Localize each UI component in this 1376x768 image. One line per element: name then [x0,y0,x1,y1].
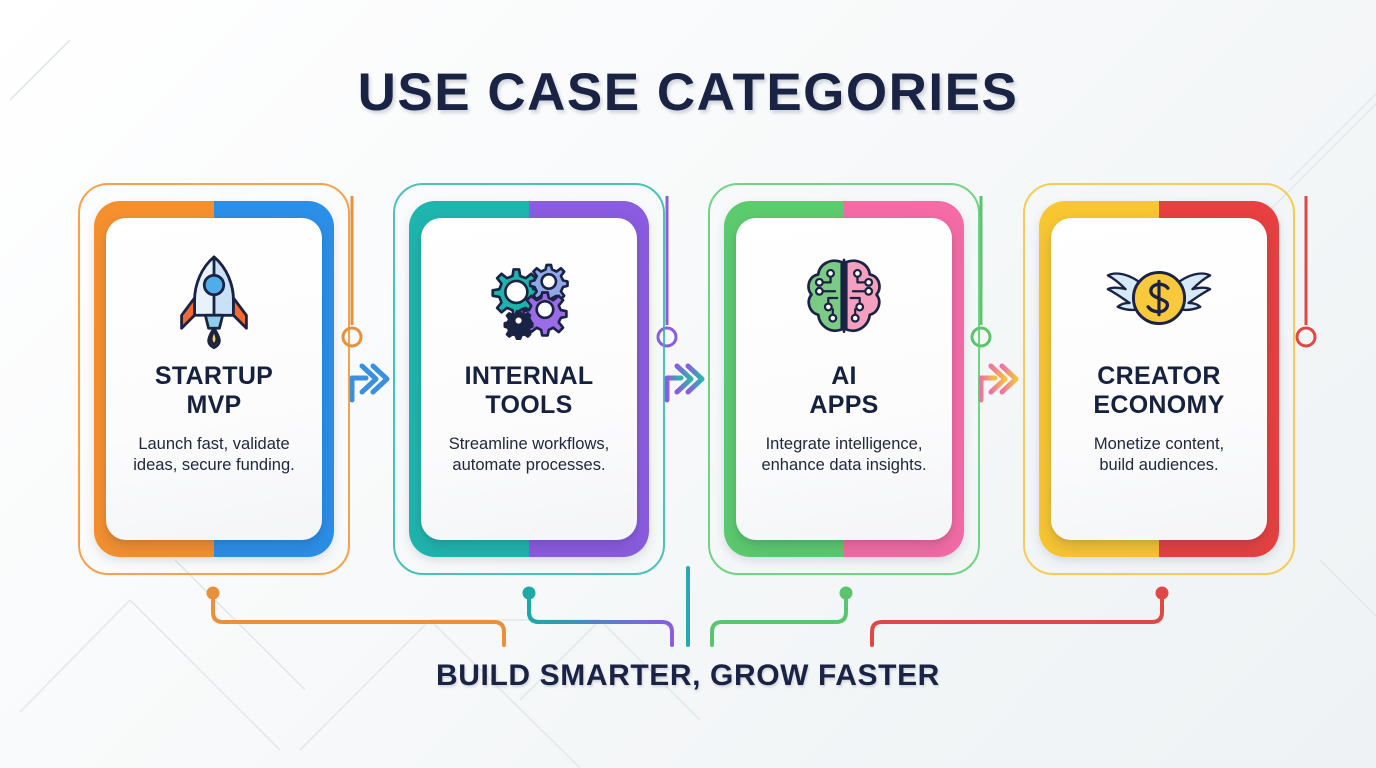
card-outline [1023,183,1295,575]
card-outline [708,183,980,575]
card-body[interactable]: AI APPS Integrate intelligence, enhance … [736,218,952,540]
winged-coin-icon [1100,240,1218,356]
card-description: Launch fast, validate ideas, secure fund… [133,435,295,475]
card-creator-economy[interactable]: CREATOR ECONOMY Monetize content, build … [1023,183,1295,575]
card-ai-apps[interactable]: AI APPS Integrate intelligence, enhance … [708,183,980,575]
card-body[interactable]: INTERNAL TOOLS Streamline workflows, aut… [421,218,637,540]
card-body[interactable]: STARTUP MVP Launch fast, validate ideas,… [106,218,322,540]
card-description: Integrate intelligence, enhance data ins… [761,435,927,475]
brain-circuit-icon [788,240,900,356]
card-row: STARTUP MVP Launch fast, validate ideas,… [0,183,1376,575]
rocket-icon [160,240,268,356]
card-outline [393,183,665,575]
card-title: AI APPS [809,362,879,419]
card-title: STARTUP MVP [154,362,274,419]
card-description: Streamline workflows, automate processes… [448,435,610,475]
footer-tagline: BUILD SMARTER, GROW FASTER [436,659,940,692]
card-internal-tools[interactable]: INTERNAL TOOLS Streamline workflows, aut… [393,183,665,575]
card-title: CREATOR ECONOMY [1093,362,1225,419]
card-description: Monetize content, build audiences. [1093,435,1225,475]
gears-icon [474,240,584,356]
card-outline [78,183,350,575]
card-title: INTERNAL TOOLS [464,362,594,419]
page-title: USE CASE CATEGORIES [357,63,1019,122]
card-body[interactable]: CREATOR ECONOMY Monetize content, build … [1051,218,1267,540]
card-startup-mvp[interactable]: STARTUP MVP Launch fast, validate ideas,… [78,183,350,575]
